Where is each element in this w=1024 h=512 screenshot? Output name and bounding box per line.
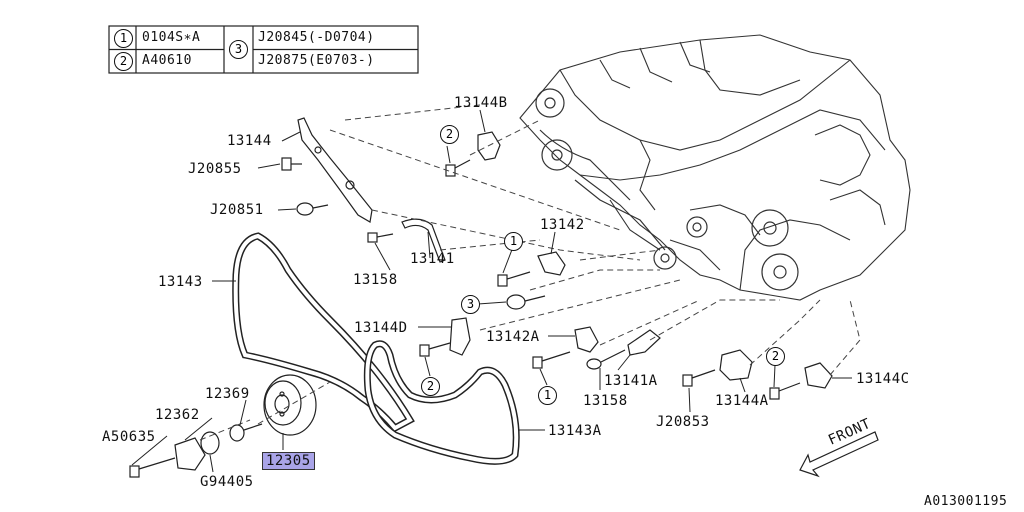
callout-1-lower: 1	[538, 386, 557, 405]
part-label-13158-left: 13158	[353, 272, 398, 288]
bolt-13142a	[532, 351, 571, 369]
part-label-13144a: 13144A	[715, 393, 769, 409]
part-label-j20851: J20851	[210, 202, 264, 218]
cam-sprocket-right	[751, 209, 799, 291]
part-label-a50635: A50635	[102, 429, 156, 445]
part-label-13144b: 13144B	[454, 95, 508, 111]
bolt-13144c	[769, 382, 801, 400]
callout-2-right: 2	[766, 347, 785, 366]
idler-pulleys	[653, 216, 708, 270]
legend-group-item1: J20845(-D0704)	[258, 30, 375, 45]
part-label-j20855: J20855	[188, 161, 242, 177]
leader-lines	[131, 109, 852, 473]
part-label-13141a: 13141A	[604, 373, 658, 389]
part-label-13142a: 13142A	[486, 329, 540, 345]
engine-block	[519, 34, 911, 301]
bolt-13142-b	[506, 294, 546, 310]
cam-sprocket-upper	[535, 88, 573, 171]
part-label-12305-highlighted[interactable]: 12305	[262, 452, 315, 470]
tensioner-13142a	[574, 326, 599, 353]
part-label-12362: 12362	[155, 407, 200, 423]
part-label-13143: 13143	[158, 274, 203, 290]
crank-pulley-12305	[263, 374, 317, 436]
oring-g94405	[200, 431, 220, 455]
bolt-j20853	[682, 369, 716, 387]
bolt-13158-left	[367, 232, 394, 243]
legend-group-number: 3	[229, 40, 248, 59]
cover-13144c	[804, 362, 833, 389]
cover-13144b	[477, 131, 501, 161]
guide-13141a	[627, 329, 661, 356]
callout-3: 3	[461, 295, 480, 314]
part-label-13144: 13144	[227, 133, 272, 149]
belt-cover-13144	[297, 117, 373, 223]
legend-row2-text: A40610	[142, 53, 192, 68]
part-label-12369: 12369	[205, 386, 250, 402]
legend-row2-number: 2	[114, 52, 133, 71]
bolt-13158-right	[586, 349, 626, 370]
callout-2-upper: 2	[440, 125, 459, 144]
callout-1-middle: 1	[504, 232, 523, 251]
bolt-j20851	[296, 202, 329, 216]
part-label-13158-right: 13158	[583, 393, 628, 409]
bolt-13142	[497, 271, 531, 287]
part-label-g94405: G94405	[200, 474, 254, 490]
tensioner-13142	[537, 251, 566, 276]
part-label-13141: 13141	[410, 251, 455, 267]
diagram-reference-code: A013001195	[924, 494, 1008, 509]
callout-2-lower: 2	[421, 377, 440, 396]
part-label-j20853: J20853	[656, 414, 710, 430]
bolt-13144d	[419, 342, 451, 357]
cover-13144d	[449, 317, 471, 356]
legend-row1-text: 0104S∗A	[142, 30, 201, 45]
part-label-13143a: 13143A	[548, 423, 602, 439]
part-label-13144c: 13144C	[856, 371, 910, 387]
cover-13144a	[719, 349, 753, 381]
washer-12369	[229, 423, 263, 442]
part-label-13142: 13142	[540, 217, 585, 233]
legend-group-item2: J20875(E0703-)	[258, 53, 375, 68]
front-arrow	[799, 431, 879, 478]
bolt-a50635	[129, 457, 176, 478]
bolt-j20855	[281, 157, 302, 171]
legend-row1-number: 1	[114, 29, 133, 48]
part-label-13144d: 13144D	[354, 320, 408, 336]
assembly-lines	[199, 104, 861, 441]
plate-12362	[174, 437, 206, 471]
